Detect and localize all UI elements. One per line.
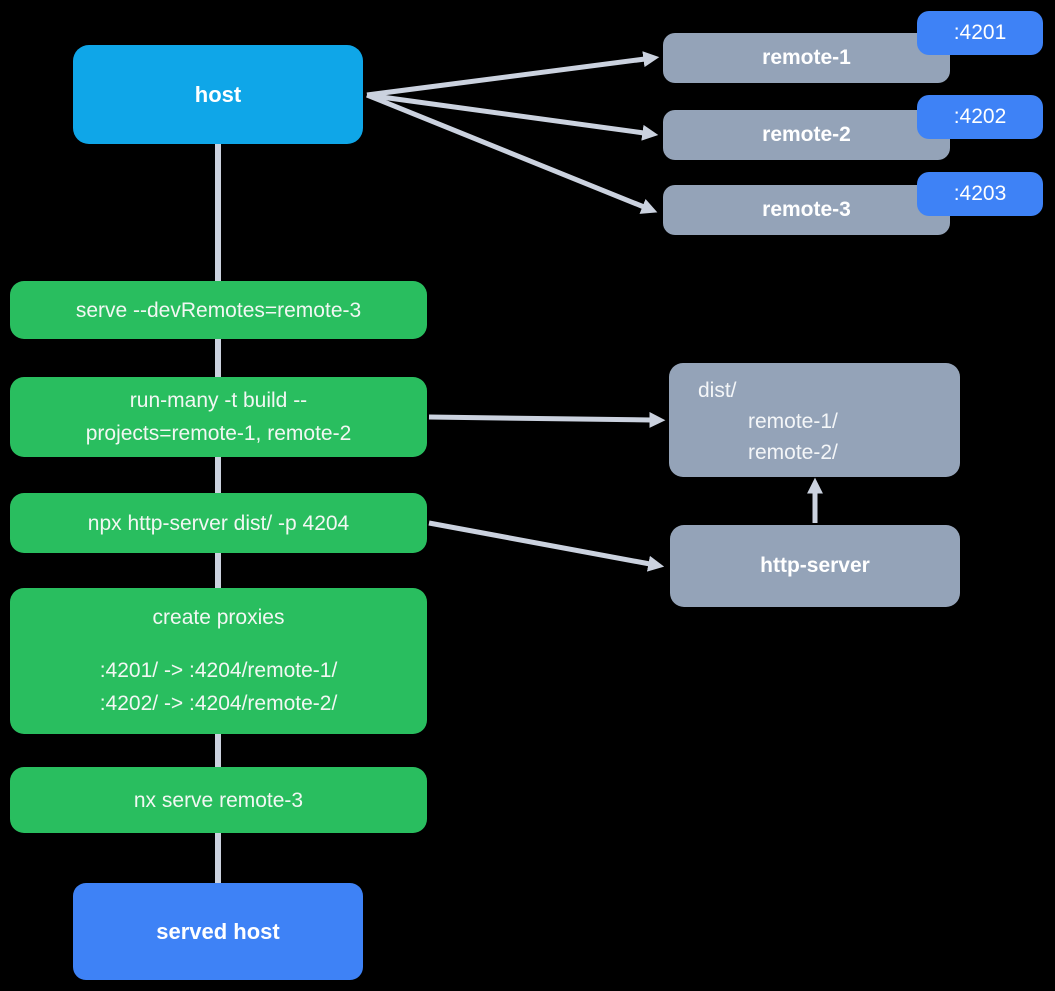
node-remote-2: remote-2 [663, 110, 950, 160]
port-badge-4203-label: :4203 [953, 182, 1007, 205]
node-remote-1-label: remote-1 [762, 46, 851, 69]
proxy-mapping-1: :4201/ -> :4204/remote-1/ [99, 659, 338, 682]
edge-host-remote-3 [366, 92, 658, 214]
command-nx-serve-remote-3-text: nx serve remote-3 [133, 788, 304, 812]
node-remote-2-label: remote-2 [762, 123, 851, 146]
command-run-many-line-2: projects=remote-1, remote-2 [85, 422, 352, 445]
edge-host-remote-1 [366, 51, 660, 98]
node-host-label: host [194, 81, 242, 107]
node-host: host [73, 45, 363, 144]
command-nx-serve-remote-3: nx serve remote-3 [10, 767, 427, 833]
port-badge-4201-label: :4201 [953, 21, 1007, 44]
node-served-host-label: served host [156, 918, 280, 944]
command-create-proxies-title: create proxies [152, 606, 285, 629]
port-badge-4202-label: :4202 [953, 105, 1007, 128]
command-run-many-build: run-many -t build -- projects=remote-1, … [10, 377, 427, 457]
port-badge-4203: :4203 [917, 172, 1043, 216]
command-serve-devremotes-text: serve --devRemotes=remote-3 [75, 298, 362, 322]
dist-folder-root: dist/ [698, 379, 737, 402]
port-badge-4202: :4202 [917, 95, 1043, 139]
command-serve-devremotes: serve --devRemotes=remote-3 [10, 281, 427, 339]
node-remote-1: remote-1 [663, 33, 950, 83]
node-http-server: http-server [670, 525, 960, 607]
port-badge-4201: :4201 [917, 11, 1043, 55]
node-dist-folder: dist/ remote-1/ remote-2/ [669, 363, 960, 477]
dist-folder-remote-2: remote-2/ [748, 441, 838, 464]
edge-run-many-dist [428, 411, 666, 428]
command-npx-http-server: npx http-server dist/ -p 4204 [10, 493, 427, 553]
command-run-many-line-1: run-many -t build -- [129, 389, 308, 412]
edge-host-remote-2 [366, 92, 659, 141]
dist-folder-remote-1: remote-1/ [748, 410, 838, 433]
node-remote-3: remote-3 [663, 185, 950, 235]
node-http-server-label: http-server [760, 554, 870, 577]
command-create-proxies: create proxies :4201/ -> :4204/remote-1/… [10, 588, 427, 734]
command-npx-http-server-text: npx http-server dist/ -p 4204 [87, 511, 350, 535]
node-remote-3-label: remote-3 [762, 198, 851, 221]
proxy-mapping-2: :4202/ -> :4204/remote-2/ [99, 692, 338, 715]
node-served-host: served host [73, 883, 363, 980]
edge-npx-http-server [428, 520, 665, 572]
